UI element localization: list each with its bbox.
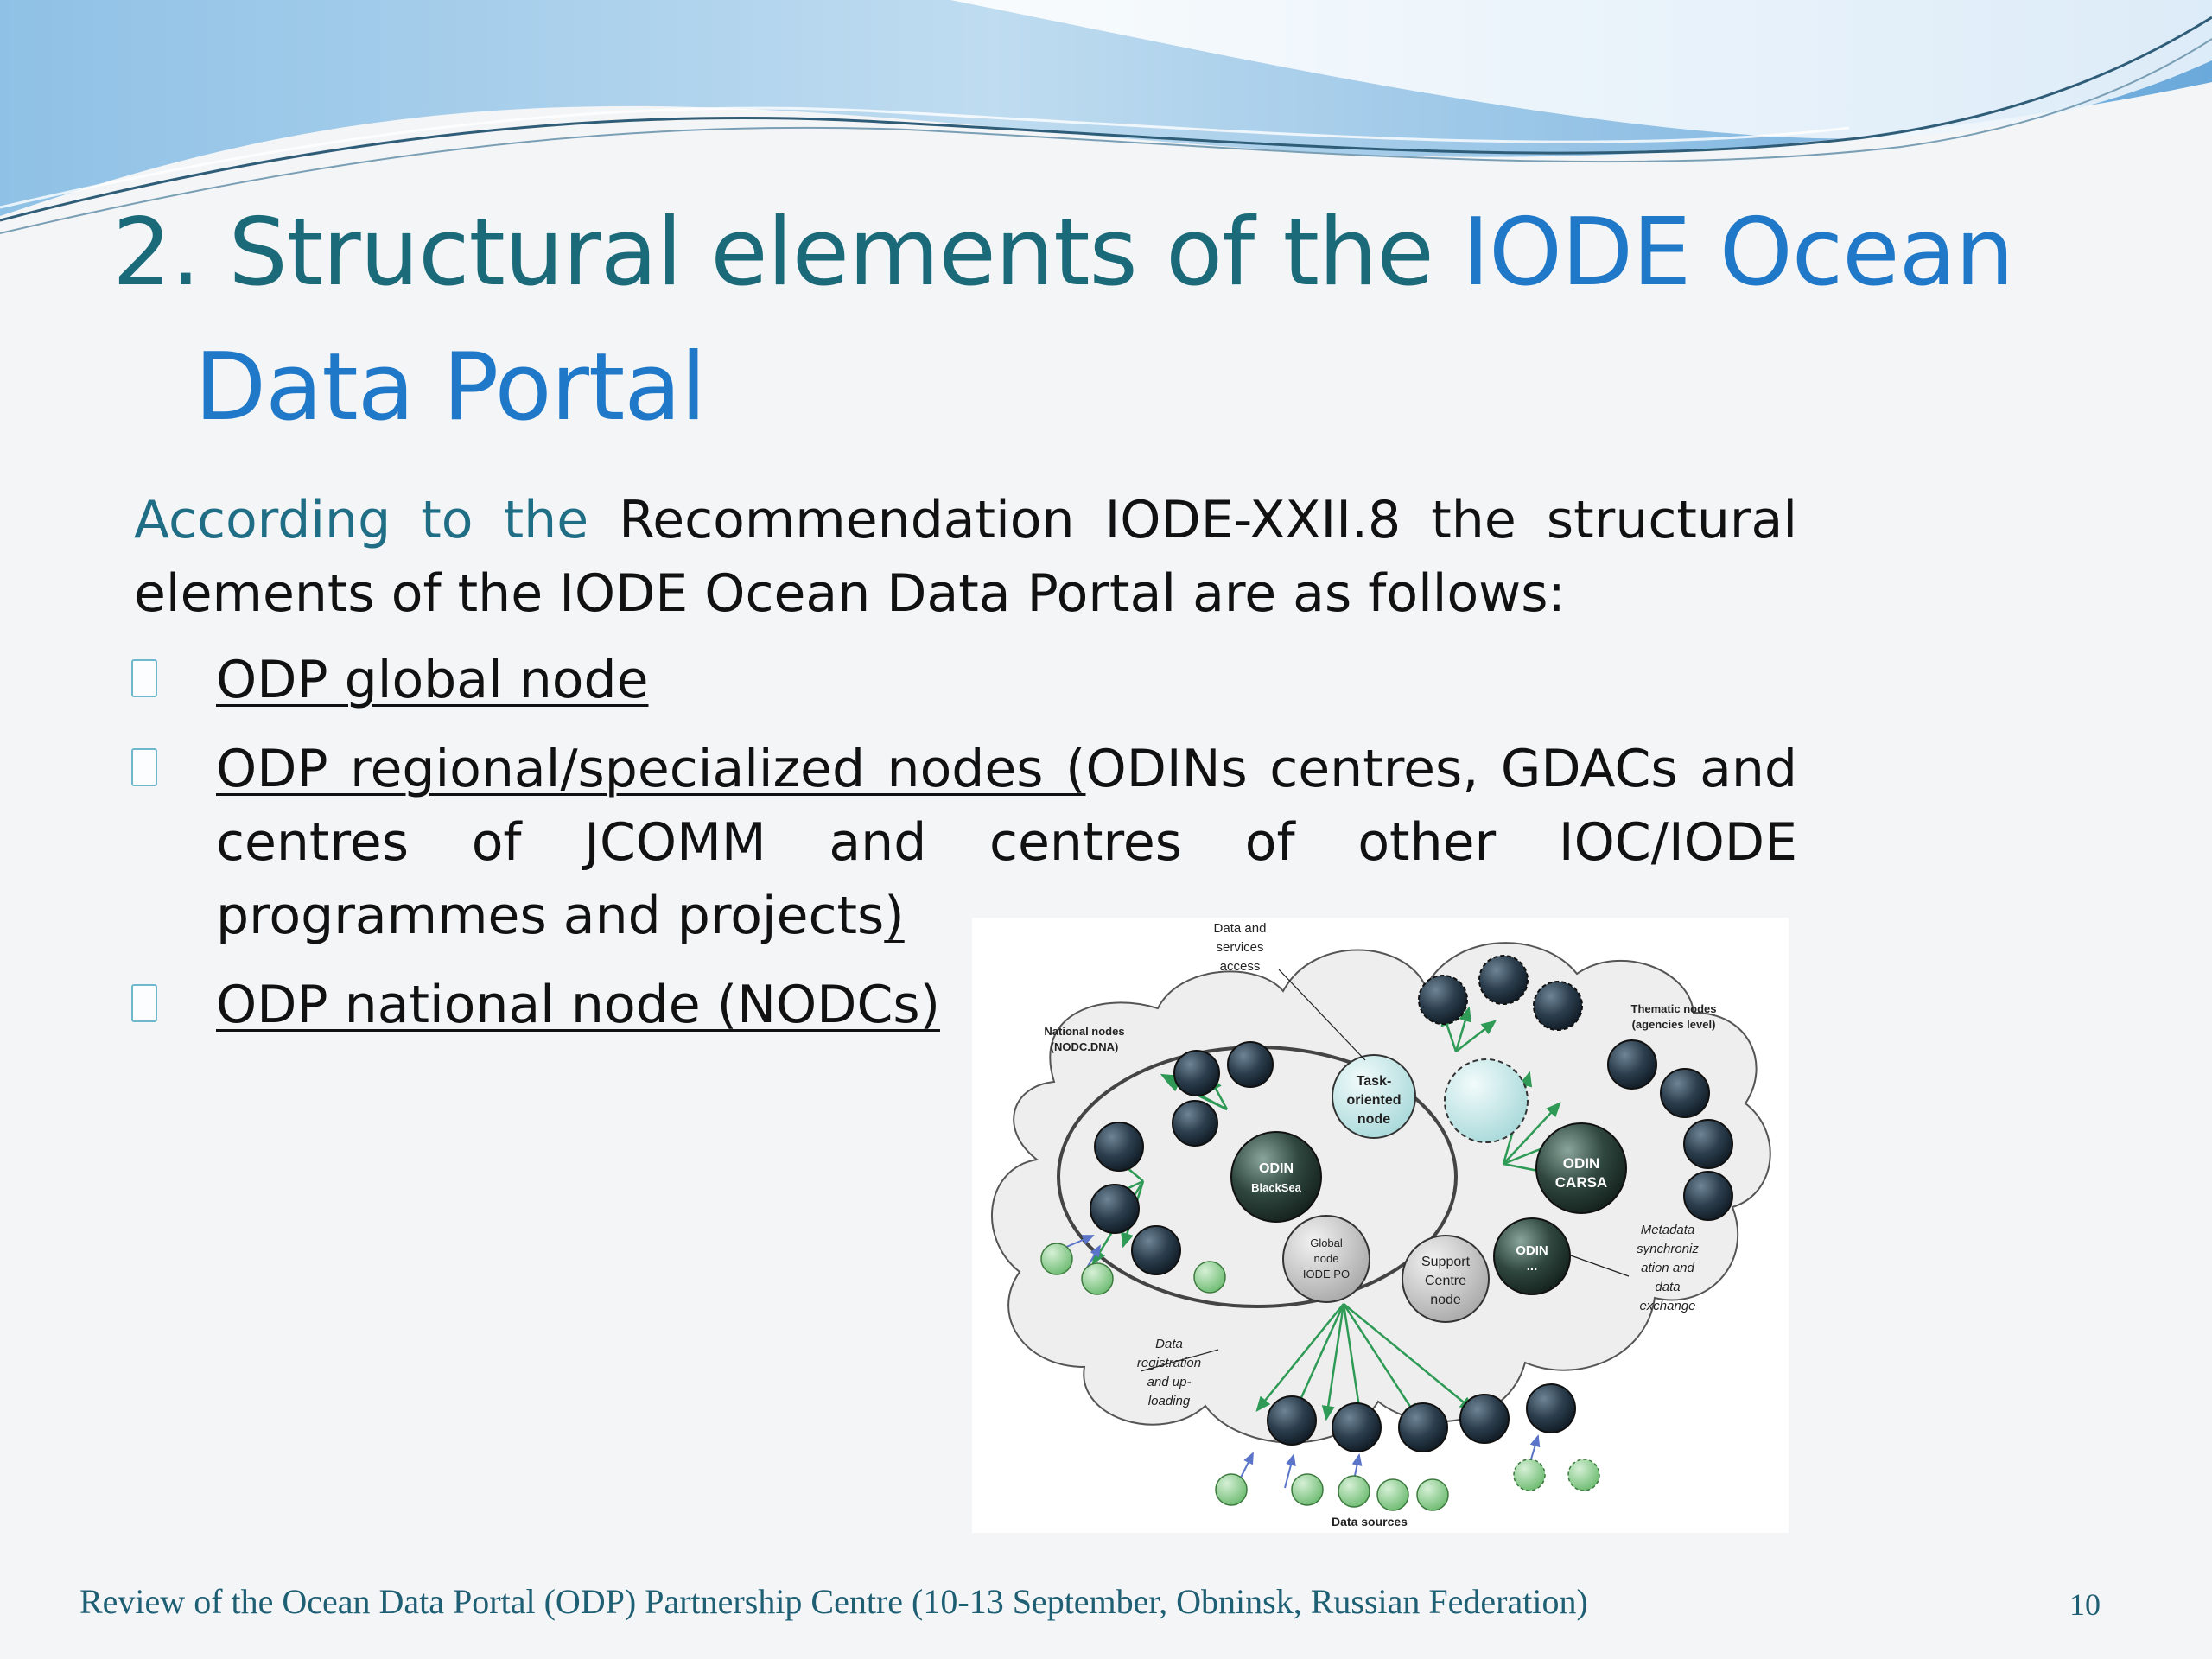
- title-text: 2. Structural elements of the: [112, 199, 1463, 307]
- thematic-node-circles: [1418, 955, 1733, 1221]
- intro-lead: According to the: [134, 490, 589, 550]
- intro-text: Recommendation IODE-XXII.8 the structura…: [134, 490, 1797, 624]
- footer-text: Review of the Ocean Data Portal (ODP) Pa…: [79, 1582, 1588, 1621]
- bullet-item-global-node: ODP global node: [130, 644, 1797, 717]
- empty-square-icon: [131, 659, 157, 697]
- svg-text:Thematic nodes(agencies level): Thematic nodes(agencies level): [1631, 1002, 1717, 1031]
- odin-blacksea-node: [1230, 1131, 1322, 1223]
- bullet-list: ODP global node ODP regional/specialized…: [130, 644, 1797, 1058]
- empty-square-icon: [131, 984, 157, 1022]
- label-data-sources: Data sources: [1332, 1515, 1408, 1529]
- title-accent-text: IODE Ocean: [1462, 199, 2014, 307]
- data-provider-circles: [1267, 1383, 1576, 1452]
- bullet-item-regional-nodes: ODP regional/specialized nodes (ODINs ce…: [130, 733, 1797, 953]
- pointer-lines: [1140, 969, 1630, 1372]
- svg-text:National nodes(NODC.DNA): National nodes(NODC.DNA): [1044, 1025, 1124, 1053]
- bullet-underlined-text: ODP regional/specialized nodes (: [216, 739, 1086, 799]
- empty-node: [1444, 1058, 1529, 1143]
- task-oriented-node: [1332, 1054, 1416, 1139]
- bullet-close-paren: ): [884, 886, 905, 946]
- bullet-underlined-text: ODP global node: [216, 650, 649, 710]
- data-source-circles: [1040, 1243, 1600, 1511]
- national-node-circles: [1090, 1041, 1274, 1275]
- page-number: 10: [2069, 1587, 2101, 1622]
- header-wave-decoration: [0, 0, 2212, 234]
- bullet-underlined-text: ODP national node (NODCs): [216, 975, 941, 1035]
- odin-carsa-node: [1535, 1122, 1627, 1214]
- bullet-text: ODINs centres, GDACs and centres of JCOM…: [216, 739, 1797, 946]
- intro-paragraph: According to the Recommendation IODE-XXI…: [134, 484, 1797, 631]
- odin-other-node: [1493, 1217, 1571, 1295]
- support-centre-node: [1402, 1235, 1490, 1323]
- empty-square-icon: [131, 748, 157, 786]
- slide-title: 2. Structural elements of the IODE Ocean…: [112, 186, 2100, 455]
- svg-text:ODIN...: ODIN...: [1516, 1243, 1548, 1274]
- global-node: [1282, 1215, 1370, 1303]
- title-accent-line2: Data Portal: [194, 334, 707, 442]
- bullet-item-national-node: ODP national node (NODCs): [130, 969, 1797, 1042]
